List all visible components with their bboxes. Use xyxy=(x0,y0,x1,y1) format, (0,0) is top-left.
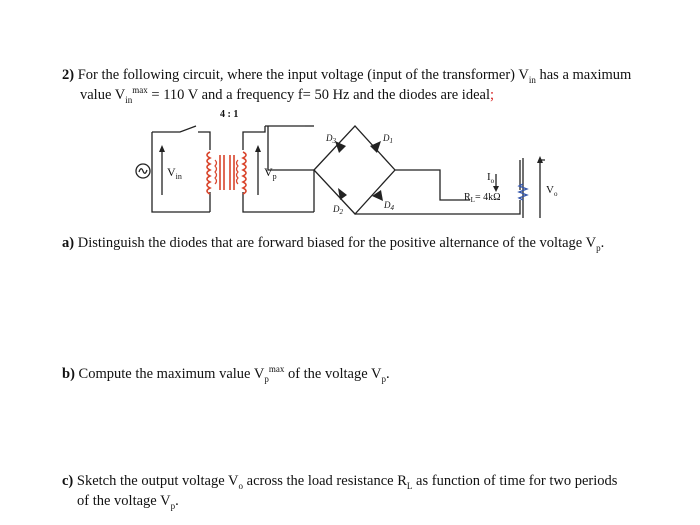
diode-d2-icon xyxy=(338,188,347,200)
primary-switch xyxy=(152,125,197,133)
part-c-line-1: c) Sketch the output voltage Vo across t… xyxy=(62,473,618,491)
vp-label: Vp xyxy=(264,165,277,181)
transformer-core xyxy=(219,155,235,190)
secondary-coil xyxy=(241,151,247,195)
question-line-2: value Vinmax = 110 V and a frequency f= … xyxy=(80,85,495,105)
question-number: 2) xyxy=(62,67,75,83)
load-resistor-icon xyxy=(517,183,529,201)
part-c-line-2: of the voltage Vp. xyxy=(77,493,179,511)
primary-coil xyxy=(206,151,212,195)
d3-label: D3 xyxy=(325,133,337,145)
rl-label: RL= 4kΩ xyxy=(464,192,501,204)
vo-label: Vo xyxy=(546,184,558,198)
d1-label: D1 xyxy=(382,133,393,145)
ac-source xyxy=(135,163,151,179)
io-label: Io xyxy=(487,171,495,185)
part-a: a) Distinguish the diodes that are forwa… xyxy=(62,235,605,253)
ac-wave-icon xyxy=(138,168,148,174)
diode-d4-icon xyxy=(372,190,383,201)
transformer-coils xyxy=(206,151,247,195)
diode-d1-icon xyxy=(370,141,381,153)
primary-wire-top xyxy=(198,131,211,150)
red-semicolon: ; xyxy=(490,87,495,103)
turns-ratio: 4 : 1 xyxy=(220,109,238,120)
d2-label: D2 xyxy=(332,204,344,216)
question-line-1: 2) For the following circuit, where the … xyxy=(62,67,632,85)
output-arrow-line xyxy=(539,159,545,218)
vin-label: Vin xyxy=(167,165,182,181)
primary-wire-left-bottom xyxy=(151,132,210,213)
diode-d3-icon xyxy=(335,141,346,153)
part-b: b) Compute the maximum value Vpmax of th… xyxy=(62,364,390,384)
secondary-wire-bottom xyxy=(242,192,314,213)
secondary-wire-top xyxy=(242,126,266,150)
d4-label: D4 xyxy=(383,200,395,212)
